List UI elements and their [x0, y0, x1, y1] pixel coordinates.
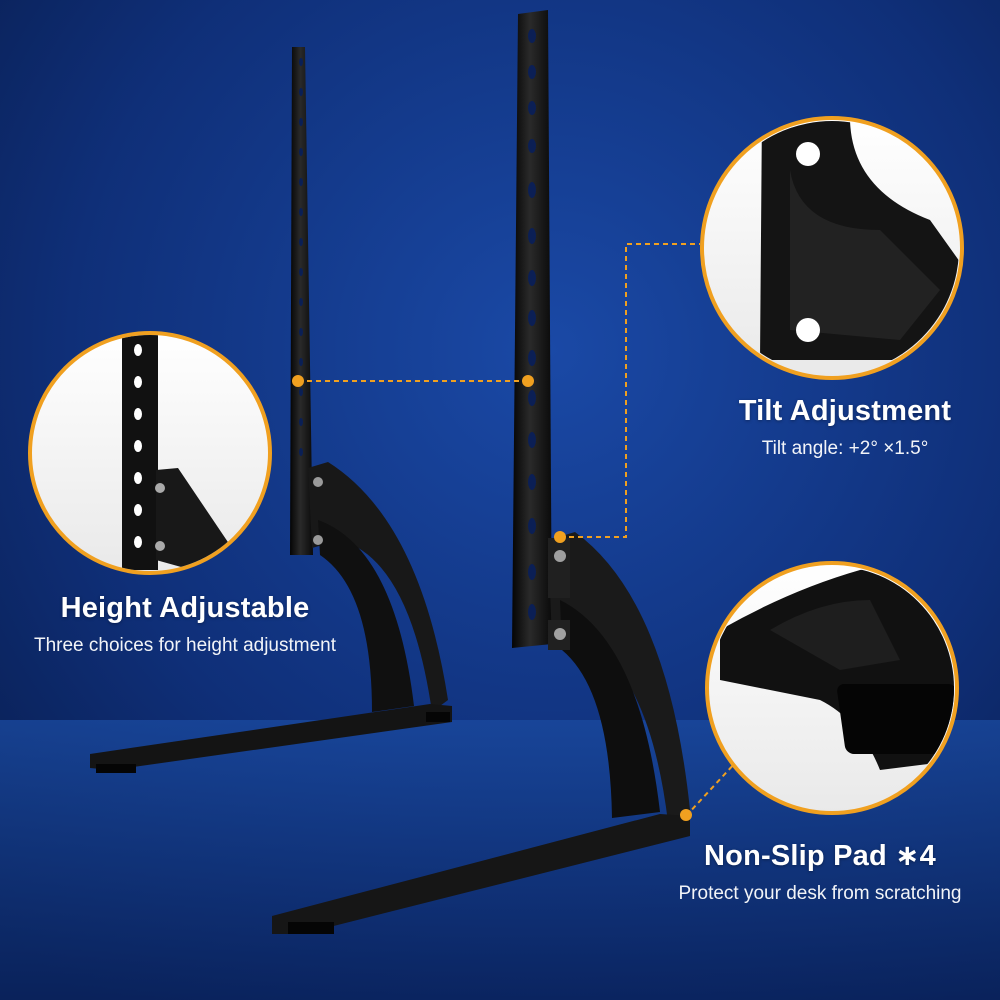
callout-lines: [298, 243, 737, 817]
height-adjustable-title: Height Adjustable: [60, 592, 310, 624]
left-stand: [90, 47, 452, 773]
non-slip-pad-subtitle: Protect your desk from scratching: [678, 883, 962, 904]
non-slip-pad-caption: Non-Slip Pad ∗4 Protect your desk from s…: [640, 838, 1000, 905]
pad-detail-circle: [705, 561, 959, 815]
callout-dots: [292, 375, 692, 821]
height-adjustable-caption: Height Adjustable Three choices for heig…: [0, 592, 370, 657]
tilt-adjustment-subtitle: Tilt angle: +2° ×1.5°: [761, 438, 929, 459]
tilt-detail-circle: [700, 116, 964, 380]
height-detail-circle: [28, 331, 272, 575]
non-slip-pad-title: Non-Slip Pad ∗4: [704, 840, 936, 872]
tilt-adjustment-caption: Tilt Adjustment Tilt angle: +2° ×1.5°: [700, 395, 990, 460]
height-adjustable-subtitle: Three choices for height adjustment: [33, 635, 337, 656]
tilt-adjustment-title: Tilt Adjustment: [738, 395, 952, 427]
right-stand: [272, 10, 690, 934]
